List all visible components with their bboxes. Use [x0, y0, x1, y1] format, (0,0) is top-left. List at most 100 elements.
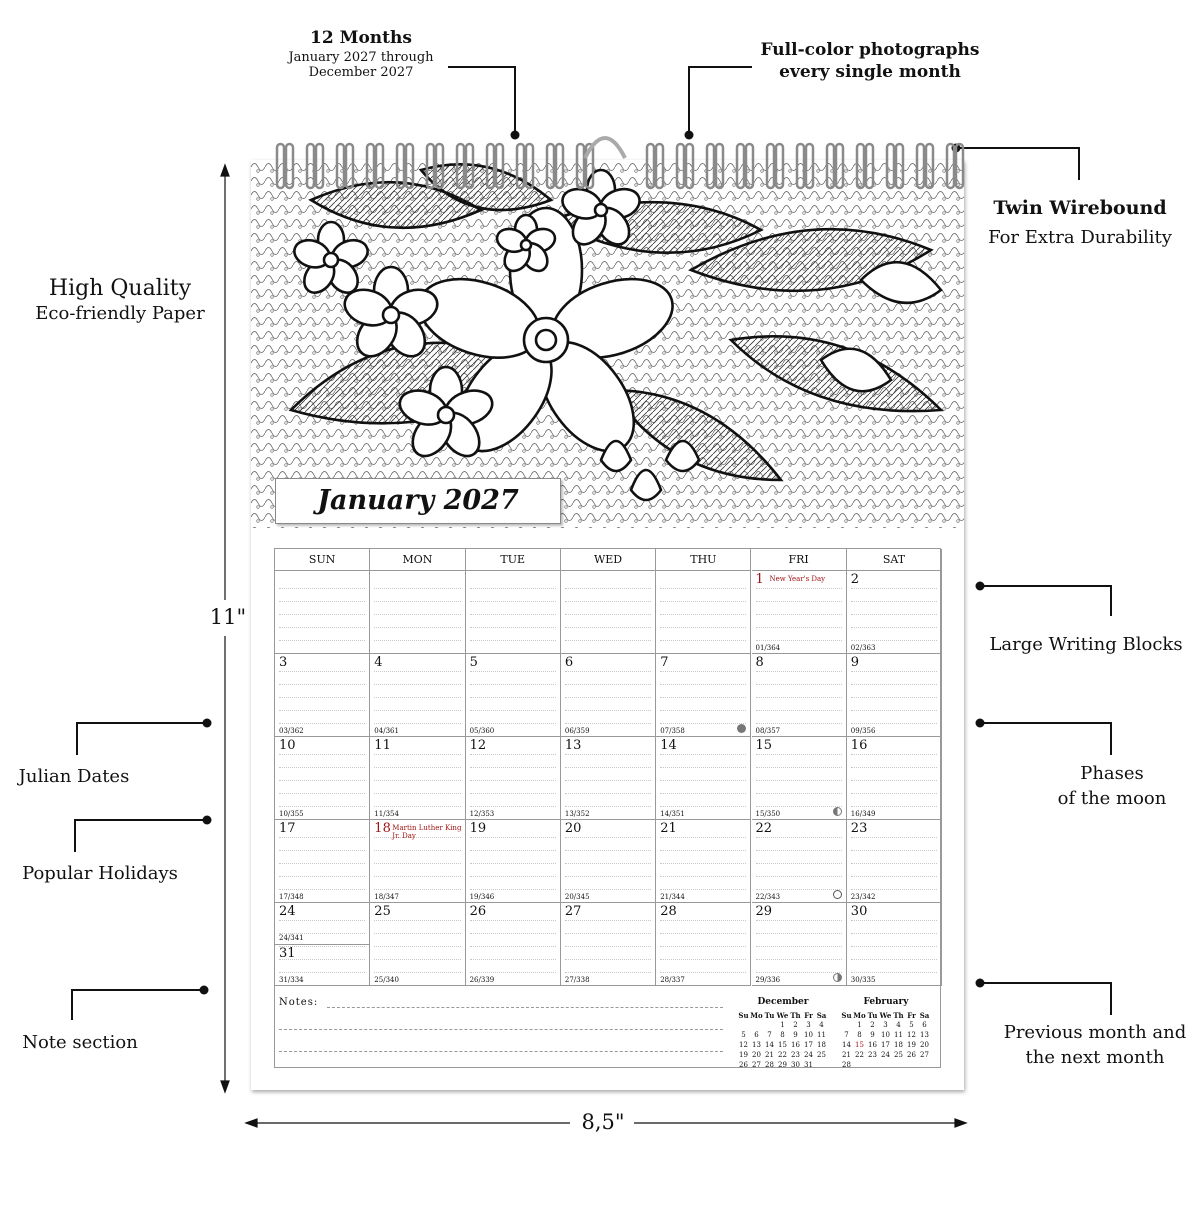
mini-day: 15 — [855, 1041, 864, 1049]
wire-coil — [425, 142, 436, 190]
julian-date: 21/344 — [660, 893, 685, 901]
notes-writing-line — [327, 1007, 723, 1008]
mini-day: 20 — [752, 1051, 761, 1059]
mini-day: 29 — [778, 1061, 787, 1069]
julian-date: 31/334 — [279, 976, 304, 984]
writing-line — [850, 710, 938, 711]
wire-coil — [954, 142, 965, 190]
writing-line — [755, 601, 842, 602]
julian-date: 08/357 — [755, 727, 781, 735]
day-cell[interactable]: 27 27/338 — [560, 903, 657, 986]
weekday-header: TUE — [465, 549, 561, 571]
mini-weekday: Tu — [764, 1010, 775, 1020]
day-number: 16 — [850, 738, 868, 753]
writing-line — [564, 863, 652, 864]
photos-callout: Full-color photographs every single mont… — [755, 40, 985, 82]
day-cell[interactable] — [275, 571, 371, 654]
day-cell[interactable] — [465, 571, 561, 654]
writing-line — [279, 946, 366, 947]
writing-line — [660, 780, 747, 781]
mini-day — [840, 1020, 853, 1030]
day-cell[interactable] — [560, 571, 657, 654]
writing-line — [279, 959, 366, 960]
day-number: 8 — [755, 655, 764, 670]
day-number: 13 — [564, 738, 582, 753]
day-number: 27 — [564, 904, 582, 919]
writing-line — [279, 601, 366, 602]
writing-line — [279, 889, 366, 890]
mini-day: 5 — [909, 1021, 914, 1029]
writing-line — [660, 710, 747, 711]
mini-day: 18 — [817, 1041, 826, 1049]
writing-line — [469, 972, 556, 973]
writing-line — [564, 946, 652, 947]
day-cell[interactable] — [656, 571, 752, 654]
day-number: 12 — [469, 738, 487, 753]
mini-day: 27 — [752, 1061, 761, 1069]
writing-line — [279, 767, 366, 768]
day-number: 1 — [755, 572, 764, 587]
writing-line — [374, 837, 461, 838]
writing-line — [374, 640, 461, 641]
julian-date: 28/337 — [660, 976, 685, 984]
mini-day: 28 — [765, 1061, 774, 1069]
writing-line — [660, 850, 747, 851]
writing-line — [660, 627, 747, 628]
weekday-header: FRI — [751, 549, 847, 571]
julian-date: 27/338 — [564, 976, 590, 984]
wire-coil — [434, 142, 445, 190]
mini-day: 26 — [739, 1061, 748, 1069]
day-cell[interactable] — [370, 571, 466, 654]
writing-line — [279, 876, 366, 877]
julian-date: 23/342 — [850, 893, 876, 901]
writing-line — [660, 806, 747, 807]
mini-day: 6 — [922, 1021, 927, 1029]
writing-line — [564, 627, 652, 628]
day-cell[interactable]: 8 08/357 — [751, 654, 847, 737]
mini-weekday: Sa — [919, 1010, 930, 1020]
day-number: 26 — [469, 904, 487, 919]
mini-day: 20 — [920, 1041, 929, 1049]
writing-line — [564, 588, 652, 589]
mini-day: 7 — [844, 1031, 849, 1039]
mini-day: 26 — [907, 1051, 916, 1059]
moon-last-quarter-icon — [832, 973, 842, 982]
writing-line — [755, 640, 842, 641]
writing-line — [850, 614, 938, 615]
writing-line — [564, 601, 652, 602]
day-number: 25 — [374, 904, 391, 919]
writing-line — [660, 959, 747, 960]
writing-line — [279, 780, 366, 781]
day-number: 2 — [850, 572, 860, 587]
wire-coil — [545, 142, 556, 190]
